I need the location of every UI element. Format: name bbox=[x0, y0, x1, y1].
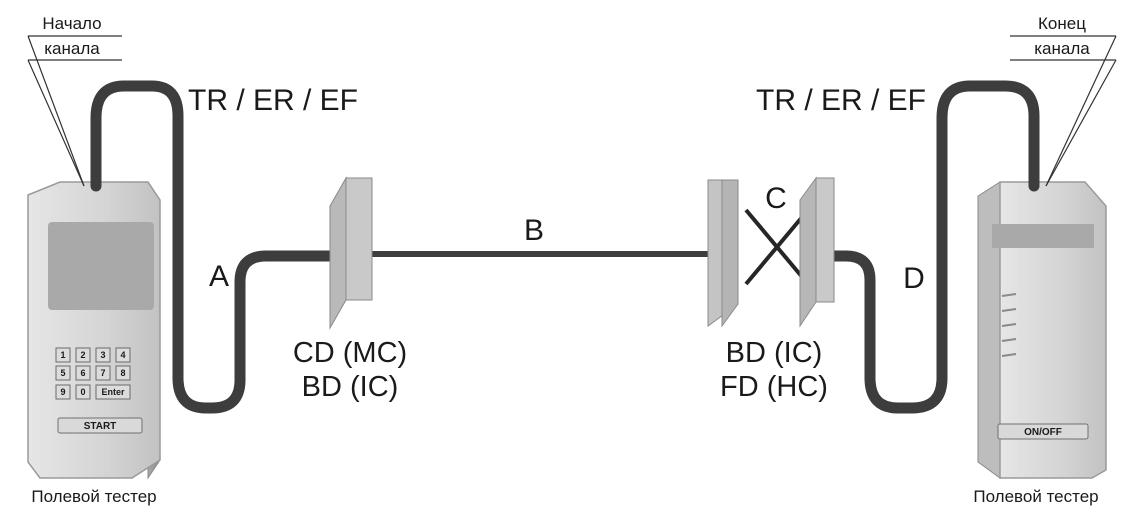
keypad-key-label: 1 bbox=[60, 350, 65, 360]
left-cable-label: TR / ER / EF bbox=[188, 84, 358, 117]
left-tester-screen bbox=[48, 222, 154, 310]
right-tester-display bbox=[992, 224, 1094, 248]
keypad-enter-key[interactable] bbox=[95, 384, 131, 400]
keypad-key[interactable] bbox=[75, 347, 91, 363]
keypad-key[interactable] bbox=[55, 365, 71, 381]
right-callout bbox=[1010, 35, 1117, 187]
right-field-tester: ON/OFF bbox=[977, 181, 1107, 479]
keypad-key-label: 5 bbox=[60, 368, 65, 378]
cross-connect-c bbox=[744, 208, 810, 286]
keypad-key[interactable] bbox=[75, 384, 91, 400]
keypad-key-label: Enter bbox=[101, 387, 125, 397]
panel-left-line2: BD (IC) bbox=[302, 371, 399, 403]
segment-a-label: A bbox=[209, 260, 229, 293]
keypad-key[interactable] bbox=[115, 347, 131, 363]
left-callout-line2: канала bbox=[44, 39, 100, 58]
keypad-key-label: 2 bbox=[80, 350, 85, 360]
keypad-key[interactable] bbox=[95, 365, 111, 381]
left-callout-line1: Начало bbox=[42, 14, 101, 33]
left-tester-keypad: 1 2 3 4 5 6 7 8 9 0 Enter bbox=[55, 347, 131, 400]
keypad-key[interactable] bbox=[55, 384, 71, 400]
keypad-key-label: 3 bbox=[100, 350, 105, 360]
on-off-label: ON/OFF bbox=[1024, 427, 1062, 438]
right-callout-line2: канала bbox=[1034, 39, 1090, 58]
right-patch-cord bbox=[828, 80, 1040, 414]
start-button[interactable] bbox=[57, 417, 143, 434]
segment-c-label: C bbox=[765, 182, 787, 215]
right-callout-line1: Конец bbox=[1038, 14, 1086, 33]
keypad-key[interactable] bbox=[95, 347, 111, 363]
panel-left-line1: CD (MC) bbox=[293, 337, 407, 369]
right-tester-indicators bbox=[1001, 293, 1017, 357]
segment-b-label: B bbox=[524, 214, 544, 247]
keypad-key[interactable] bbox=[115, 365, 131, 381]
left-patch-cord bbox=[90, 80, 340, 414]
right-cable-label: TR / ER / EF bbox=[756, 84, 926, 117]
keypad-key-label: 9 bbox=[60, 387, 65, 397]
keypad-key-label: 7 bbox=[100, 368, 105, 378]
segment-d-label: D bbox=[903, 262, 925, 295]
keypad-key-label: 0 bbox=[80, 387, 85, 397]
on-off-button[interactable] bbox=[997, 423, 1089, 440]
keypad-key-label: 8 bbox=[120, 368, 125, 378]
left-callout bbox=[27, 35, 122, 187]
keypad-key-label: 4 bbox=[120, 350, 125, 360]
left-tester-caption: Полевой тестер bbox=[31, 487, 156, 506]
right-tester-caption: Полевой тестер bbox=[973, 487, 1098, 506]
keypad-key[interactable] bbox=[75, 365, 91, 381]
patch-panel-cd bbox=[329, 176, 373, 330]
panel-right-line2: FD (HC) bbox=[720, 371, 828, 403]
keypad-key-label: 6 bbox=[80, 368, 85, 378]
patch-panel-bd-right bbox=[799, 176, 835, 328]
left-field-tester: START 1 2 3 4 5 6 7 8 9 0 Enter bbox=[27, 181, 161, 480]
panel-right-line1: BD (IC) bbox=[726, 337, 823, 369]
start-label: START bbox=[84, 421, 117, 432]
keypad-key[interactable] bbox=[55, 347, 71, 363]
patch-panel-bd-left bbox=[707, 179, 739, 328]
